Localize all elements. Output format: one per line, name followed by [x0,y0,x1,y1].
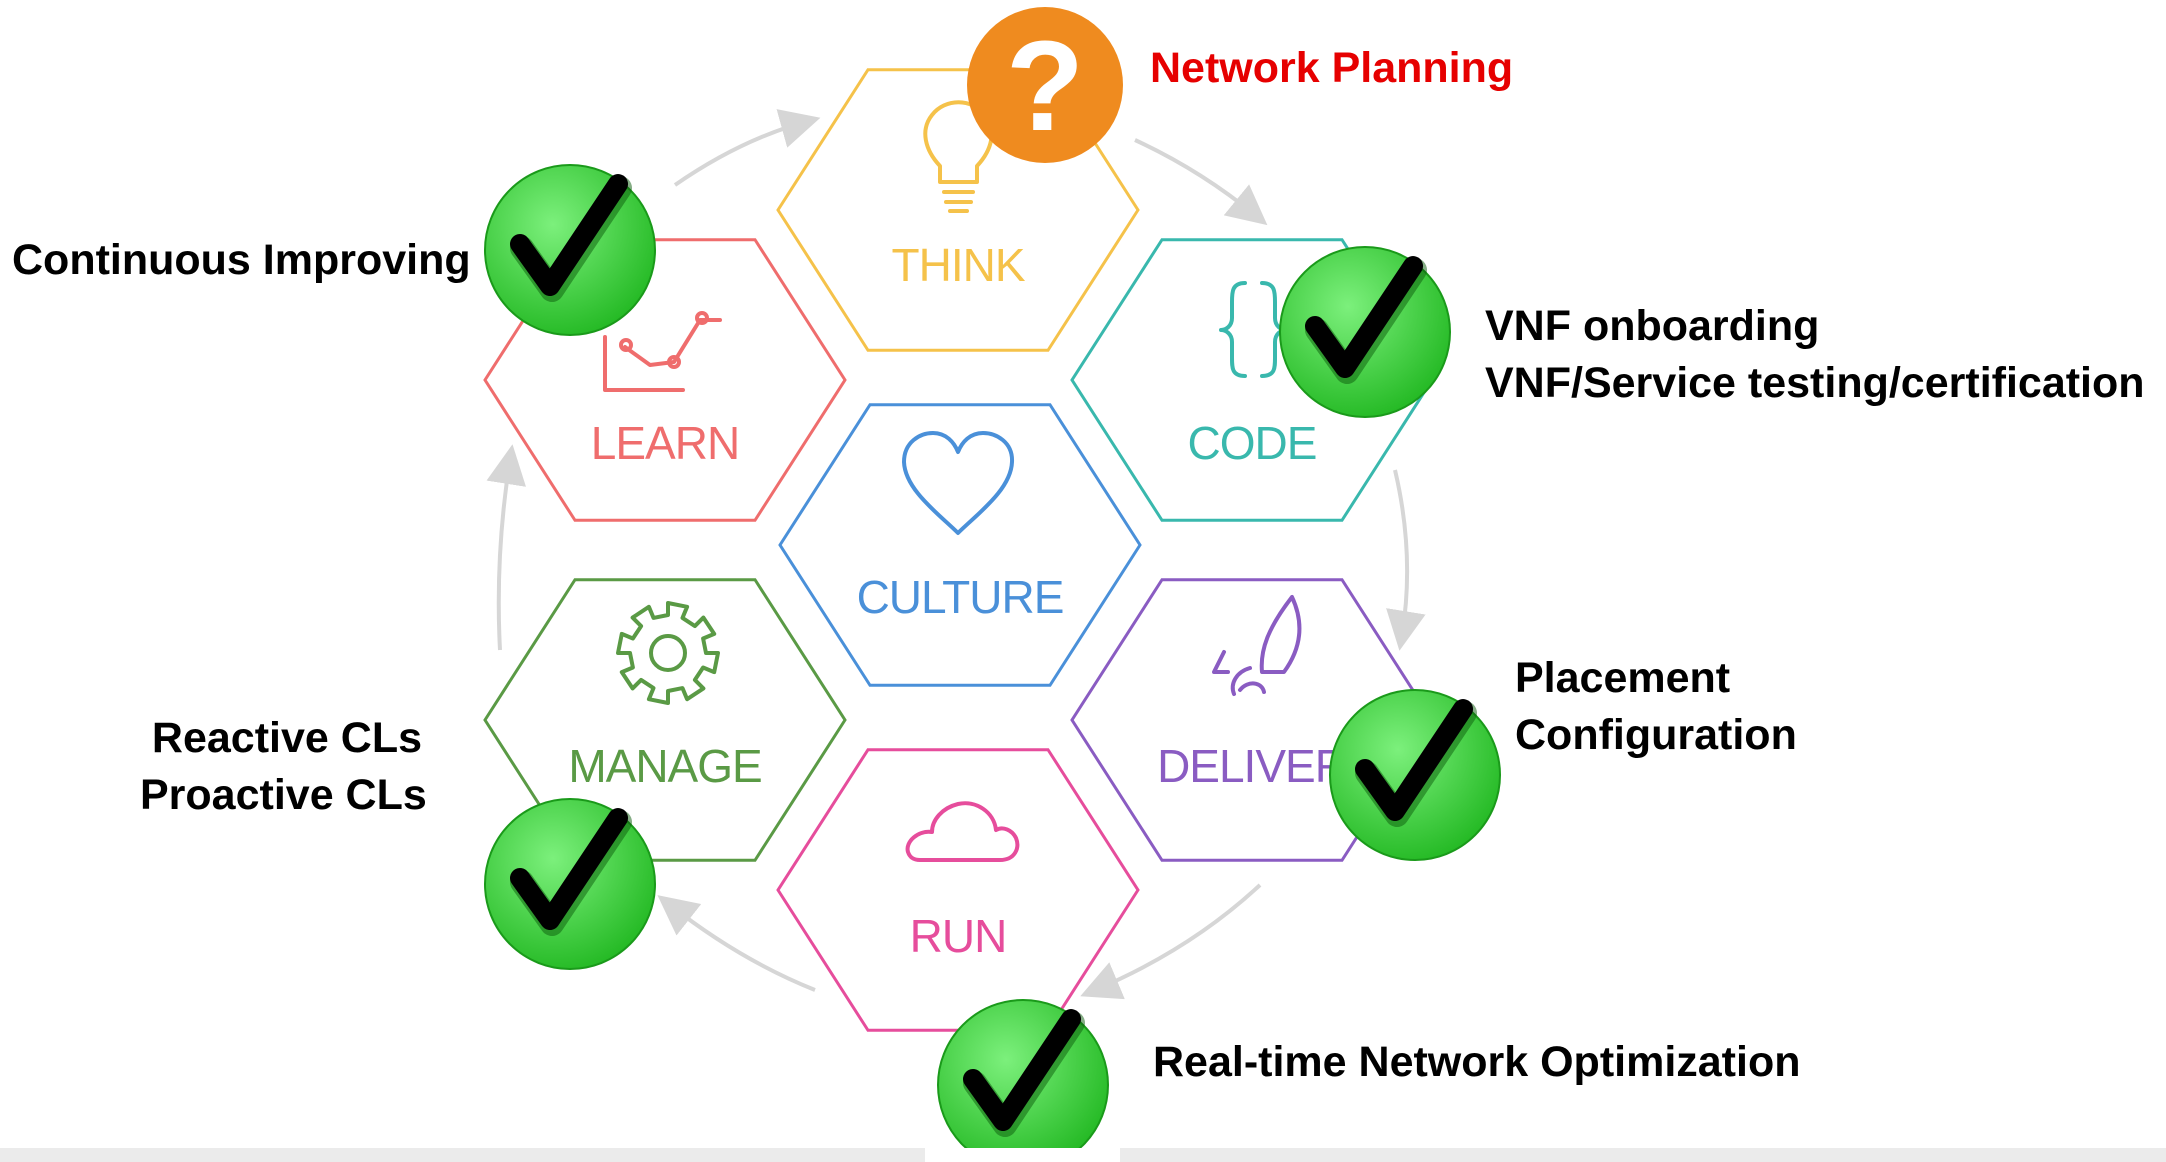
cycle-arrow-think-to-code [1134,138,1268,226]
network-planning-text: Network Planning [1150,44,1514,92]
cloud-icon [905,801,1020,862]
checkmark-icon [1329,689,1501,861]
question-badge-circle [967,7,1123,163]
footer-bar-gap [925,1148,1120,1162]
hexagon-label-think: THINK [892,239,1026,291]
rocket-icon [1212,595,1302,696]
annotation-run: Real-time Network Optimization [1153,1034,1800,1091]
annotation-network-planning: Network Planning [1150,40,1513,97]
cycle-arrows [486,109,1426,1000]
hexagon-manage [483,578,847,862]
continuous-improving-text: Continuous Improving [12,236,471,284]
hexagon-run [776,748,1140,1032]
realtime-optimization-text: Real-time Network Optimization [1153,1038,1801,1086]
hexagon-label-code: CODE [1188,417,1317,469]
configuration-text: Configuration [1515,711,1797,759]
annotation-continuous-improving: Continuous Improving [12,232,471,289]
vnf-testing-text: VNF/Service testing/certification [1485,359,2145,407]
question-badge-glyph: ? [1006,15,1084,158]
cycle-arrow-manage-to-learn [486,444,527,651]
hexagon-label-deliver: DELIVER [1157,740,1347,792]
hexagon-labels: THINK CODE DELIVER RUN MANAGE LEARN CULT… [568,239,1348,962]
cycle-arrow-code-to-deliver [1386,469,1426,651]
annotation-manage: Reactive CLs Proactive CLs [140,710,427,824]
hexagon-label-culture: CULTURE [857,571,1064,623]
hexagon-culture [778,403,1142,687]
checkmark-badges [484,164,1501,1162]
line-chart-icon [603,311,722,392]
vnf-onboarding-text: VNF onboarding [1485,302,1820,350]
question-mark-icon: ? [967,7,1123,163]
annotation-code: VNF onboarding VNF/Service testing/certi… [1485,298,2145,412]
checkmark-icon [484,164,656,336]
cycle-arrow-deliver-to-run [1080,883,1262,1000]
checkmark-icon [937,999,1109,1162]
checkmark-icon [484,798,656,970]
gear-icon [616,601,720,705]
hexagon-label-run: RUN [910,910,1007,962]
hexagon-label-learn: LEARN [591,417,739,469]
annotation-deliver: Placement Configuration [1515,650,1797,764]
heart-icon [902,431,1015,535]
proactive-cls-text: Proactive CLs [140,771,427,819]
reactive-cls-text: Reactive CLs [151,714,422,762]
cycle-arrow-run-to-manage [657,895,816,992]
checkmark-icon [1279,246,1451,418]
lightbulb-icon [923,100,994,213]
hexagon-label-manage: MANAGE [568,740,761,792]
cycle-arrow-learn-to-think [673,109,821,187]
placement-text: Placement [1515,654,1731,702]
